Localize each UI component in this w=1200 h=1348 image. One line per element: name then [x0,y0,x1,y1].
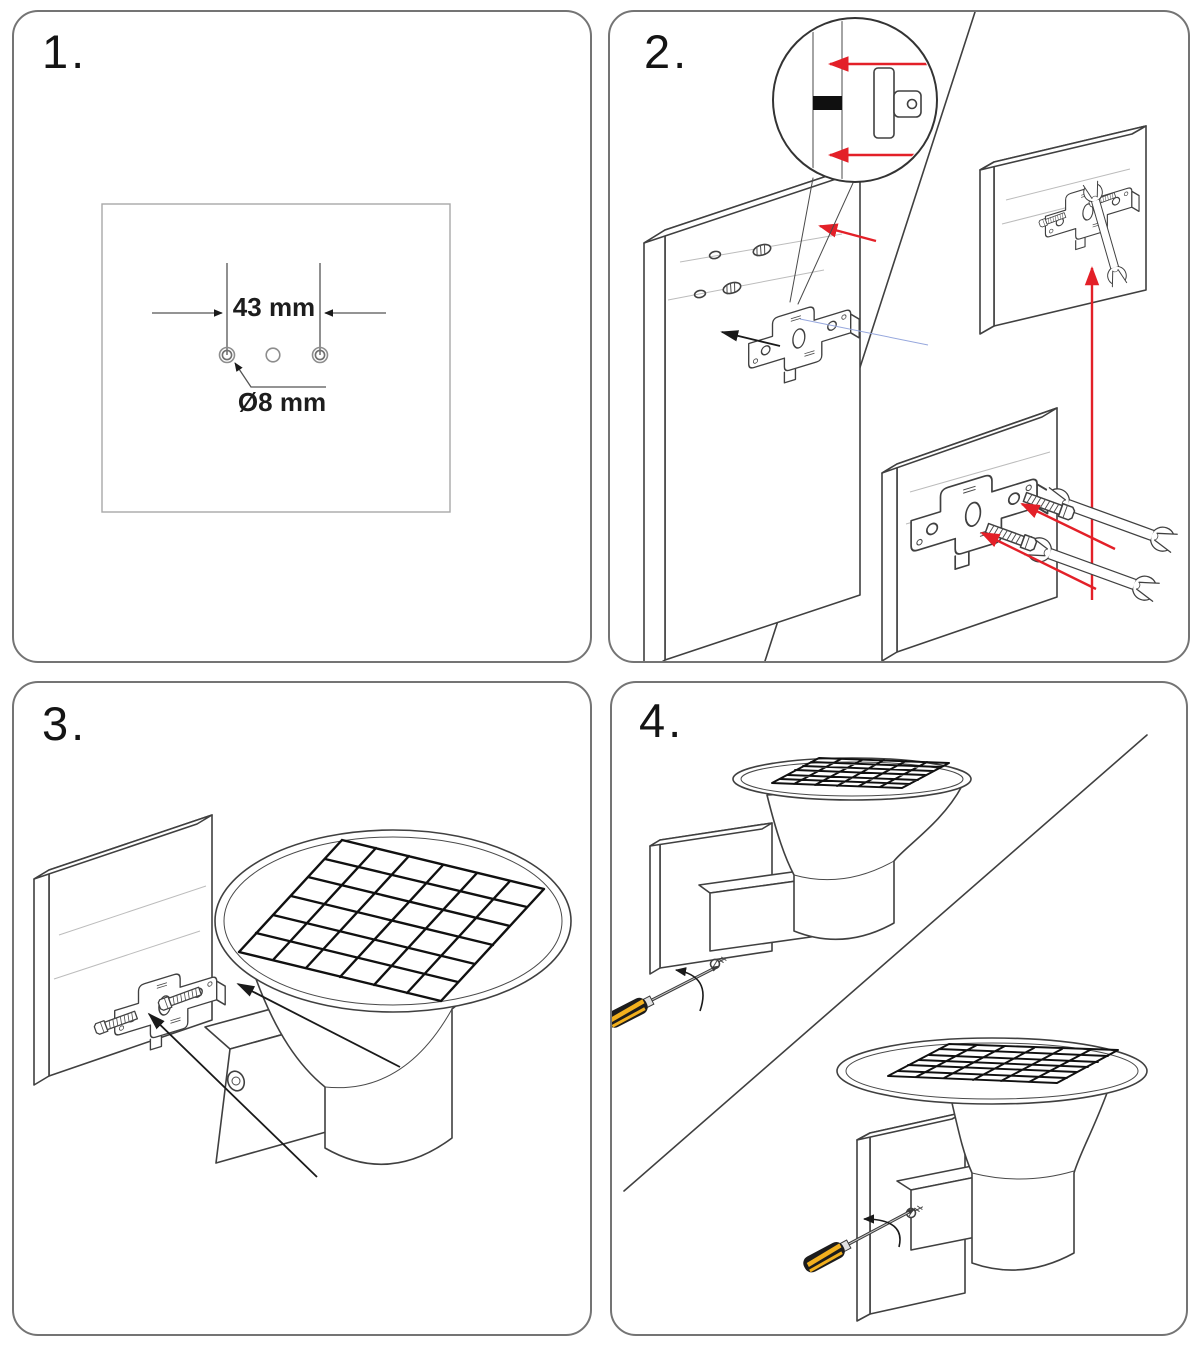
push-direction-red-arrow [818,223,877,243]
hole-spacing-dimension: 43 mm [232,292,316,322]
solar-panel-disk [732,757,972,801]
mounted-lamp-scene-1 [612,757,972,1032]
screwdriver [612,956,725,1032]
lamp-body [766,785,963,941]
dimension-43mm [152,263,386,355]
step-4-panel: 4. [610,681,1188,1336]
step-3-panel: 3. [12,681,592,1336]
insert-red-arrow [980,531,1097,591]
wall-hole [708,250,722,260]
step-1-label: 1. [42,25,88,78]
step-4-label: 4. [639,694,685,747]
leader-hole-diameter [234,362,326,388]
step-3-label: 3. [42,697,88,750]
bracket-edge-profile [873,67,895,139]
insert-red-arrow [1020,502,1116,551]
mounting-holes [218,346,329,364]
guide-blue-line [799,318,929,346]
rotation-arrow [674,967,704,1012]
solar-panel-disk [836,1037,1148,1105]
solar-cell-grid [771,757,950,789]
slide-on-arrow-lower [147,1012,318,1178]
solar-cell-grid [237,838,546,1003]
arm-screw-hole [226,1070,246,1092]
hole-diameter-dimension: Ø8 mm [237,387,327,417]
step-2-label: 2. [644,25,690,78]
magnified-callout [772,17,938,183]
callout-leader-lines [789,177,854,305]
solar-panel-disk [214,829,572,1013]
mounted-lamp-scene-2 [799,1037,1148,1322]
step-3-figure [33,814,572,1178]
lamp-body [951,1092,1108,1271]
diagonal-divider [623,734,1148,1192]
bracket-tab-in-slot [813,96,842,110]
step-2-panel: 2. [608,10,1190,663]
drill-template-wall [101,203,451,513]
wall-hole [693,289,707,299]
step-4-figure [612,734,1148,1322]
tab-hole [906,98,918,110]
wall [33,814,213,1086]
step-1-figure [101,203,451,513]
wrench [1039,484,1181,556]
step-2-figure [643,12,1181,661]
push-direction-black-arrow [720,330,781,347]
step-1-panel: 1. 43 mm Ø8 mm [12,10,592,663]
solar-cell-grid [887,1043,1119,1084]
rotation-arrow [862,1214,901,1248]
slide-on-arrow-upper [236,983,401,1068]
